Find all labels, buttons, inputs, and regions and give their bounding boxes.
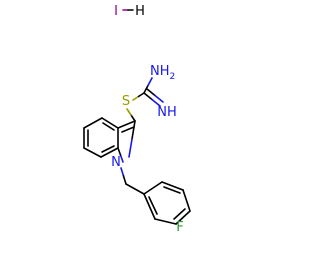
bond-lines xyxy=(83,9,191,225)
amino-subscript: 2 xyxy=(170,72,176,82)
benzo-bond xyxy=(101,117,119,129)
phenyl-inner-bond xyxy=(173,208,186,220)
structure-svg: I H S NH2 NH N F xyxy=(83,4,191,235)
indole-nitrogen-label: N xyxy=(111,155,121,170)
molecule-drawing: I H S NH2 NH N F xyxy=(83,4,191,235)
c-nh-double-bond xyxy=(151,98,161,107)
s-c-bond xyxy=(137,92,145,98)
pyrrole-bond xyxy=(119,154,124,163)
phenyl-bond xyxy=(161,181,184,191)
s-c-bond xyxy=(132,95,140,101)
c-nh-double-bond xyxy=(143,92,153,101)
pyrrole-bond xyxy=(131,120,136,140)
benzo-inner-bond xyxy=(101,145,115,153)
benzo-bond xyxy=(83,117,103,129)
amino-text: NH xyxy=(150,64,170,79)
pyrrole-inner-bond xyxy=(121,126,135,133)
sulfur-label: S xyxy=(122,94,130,109)
c-s-bond xyxy=(126,108,132,116)
amino-label: NH2 xyxy=(150,64,175,82)
phenyl-inner-bond xyxy=(148,196,158,215)
phenyl-bond xyxy=(143,193,156,220)
benzo-bond xyxy=(83,147,102,158)
pyrrole-bond xyxy=(117,120,136,129)
salt-hydrogen-label: H xyxy=(135,4,145,19)
c-s-bond xyxy=(130,114,136,122)
benzo-bond xyxy=(100,147,119,158)
c-nh-double-bond xyxy=(154,94,164,103)
phenyl-bond xyxy=(182,189,191,212)
ch2-ring-bond xyxy=(125,183,145,195)
c-nh2-bond xyxy=(143,84,149,94)
benzo-inner-bond xyxy=(102,122,115,131)
phenyl-bond xyxy=(154,218,177,225)
c-nh-double-bond xyxy=(146,88,156,97)
n-ch2-bond xyxy=(122,175,127,185)
imino-label: NH xyxy=(157,105,177,120)
phenyl-inner-bond xyxy=(163,186,181,194)
iodine-label: I xyxy=(114,4,118,19)
pyrrole-bond xyxy=(117,147,122,156)
phenyl-bond xyxy=(143,181,163,195)
phenyl-bond xyxy=(175,210,191,225)
n-ch2-bond xyxy=(120,167,125,177)
c-nh2-bond xyxy=(147,77,153,87)
pyrrole-bond xyxy=(128,138,133,158)
fluorine-label: F xyxy=(176,220,183,235)
